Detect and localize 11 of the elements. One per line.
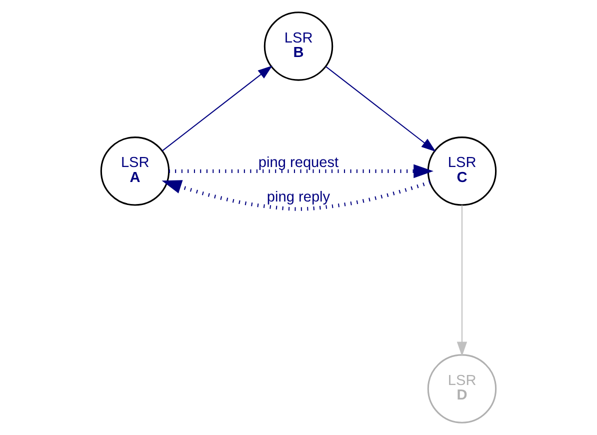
node-circle: LSR C [427, 136, 497, 206]
edge-label: ping reply [266, 190, 330, 206]
arrow [162, 180, 431, 211]
arrow [162, 66, 272, 152]
arrow [456, 205, 468, 356]
node-circle: LSR D [427, 354, 497, 424]
arrow [326, 66, 436, 152]
edge-label: ping request [258, 155, 339, 172]
arrow [169, 164, 434, 178]
node-circle: LSR B [264, 12, 334, 81]
node-circle: LSR A [100, 136, 170, 206]
